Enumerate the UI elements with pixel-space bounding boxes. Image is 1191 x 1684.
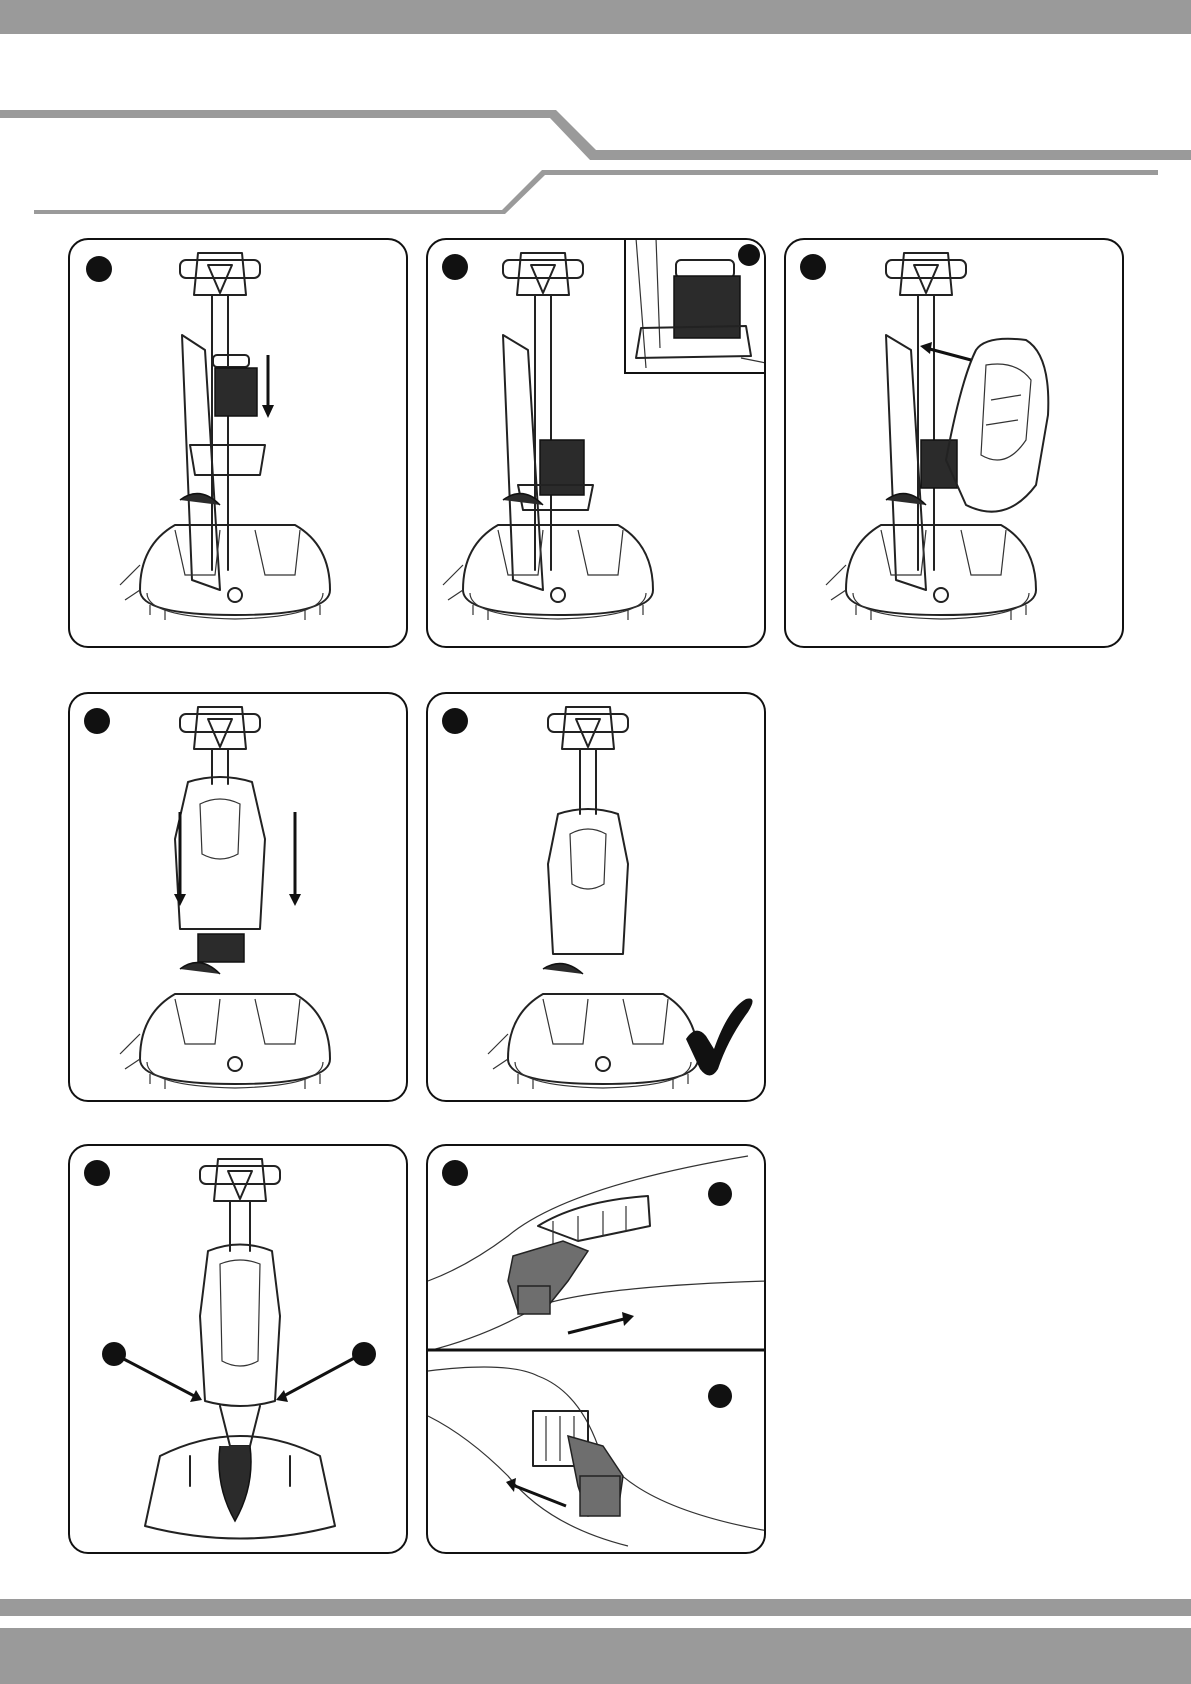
left-latch-marker	[102, 1342, 126, 1366]
latch-open-close-illustration	[428, 1146, 766, 1554]
footer-stripe	[0, 1599, 1191, 1616]
step-panel-4	[68, 692, 408, 1102]
header-decor-lines	[0, 0, 1191, 220]
footer-band	[0, 1628, 1191, 1684]
step-panel-2	[426, 238, 766, 648]
insert-battery-illustration	[70, 240, 408, 648]
step-panel-3	[784, 238, 1124, 648]
right-latch-marker	[352, 1342, 376, 1366]
battery-detail-inset	[624, 238, 766, 374]
step-panel-7	[426, 1144, 766, 1554]
lower-tank-illustration	[70, 694, 408, 1102]
attach-tank-illustration	[786, 240, 1124, 648]
assembled-machine-illustration	[428, 694, 766, 1102]
step-panel-5	[426, 692, 766, 1102]
step-panel-6	[68, 1144, 408, 1554]
latch-open-marker	[708, 1182, 732, 1206]
detail-marker	[738, 244, 760, 266]
latch-close-marker	[708, 1384, 732, 1408]
step-panel-1	[68, 238, 408, 648]
